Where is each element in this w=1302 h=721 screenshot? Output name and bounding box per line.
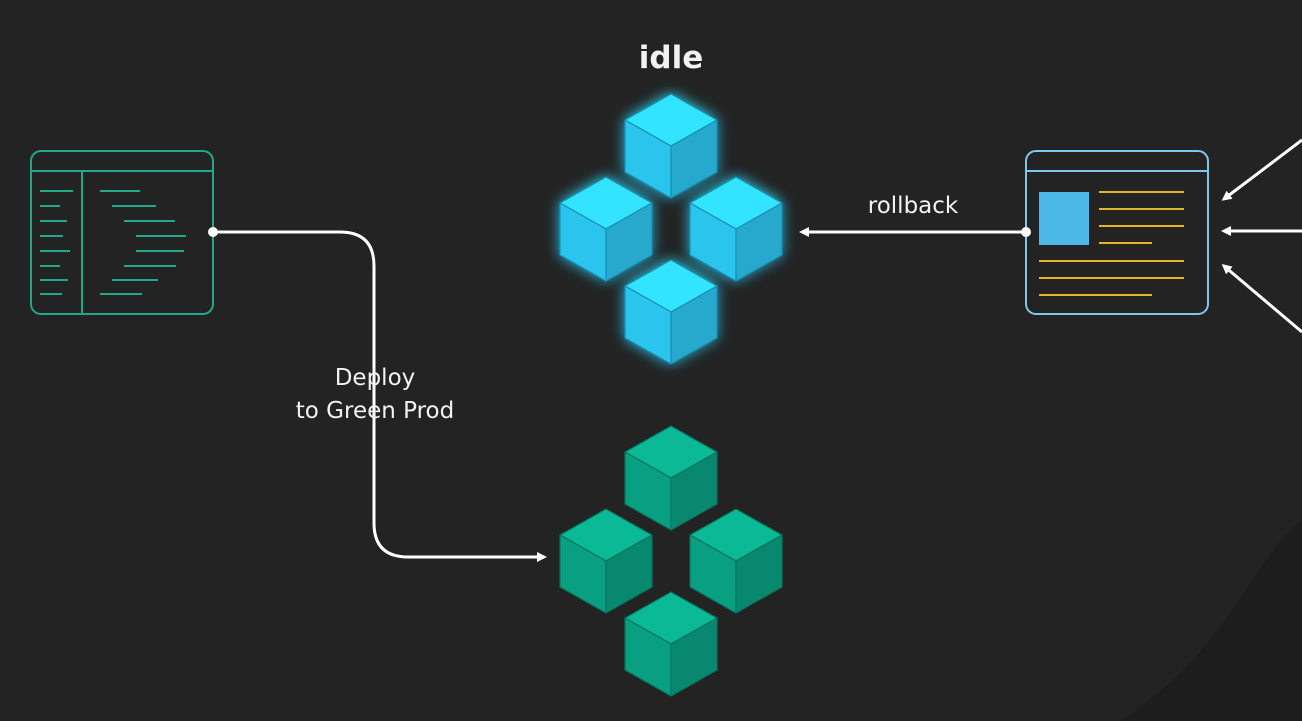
traffic-arrow-bottom xyxy=(1221,264,1302,334)
cube-icon xyxy=(689,176,783,282)
cube-icon xyxy=(559,176,653,282)
cube-icon xyxy=(624,93,718,199)
idle-label: idle xyxy=(638,40,704,76)
code-editor-window-icon xyxy=(30,150,214,315)
deploy-label-line-1: Deploy xyxy=(334,365,416,391)
cube-icon xyxy=(624,259,718,365)
green-environment-cubes-icon xyxy=(559,425,783,697)
traffic-arrows xyxy=(1221,138,1302,334)
blue-environment-cubes-icon xyxy=(559,93,783,365)
web-app-window-icon xyxy=(1025,150,1209,315)
traffic-arrow-top xyxy=(1221,138,1302,201)
rollback-arrow xyxy=(799,227,1031,237)
cube-icon xyxy=(559,508,653,614)
cube-icon xyxy=(624,425,718,531)
deploy-label-line-2: to Green Prod xyxy=(295,398,455,424)
deploy-arrow xyxy=(208,227,547,562)
cube-icon xyxy=(689,508,783,614)
rollback-label: rollback xyxy=(867,193,959,219)
deploy-label: Deploy to Green Prod xyxy=(262,362,488,428)
cube-icon xyxy=(624,591,718,697)
background-swoosh xyxy=(1120,520,1302,721)
